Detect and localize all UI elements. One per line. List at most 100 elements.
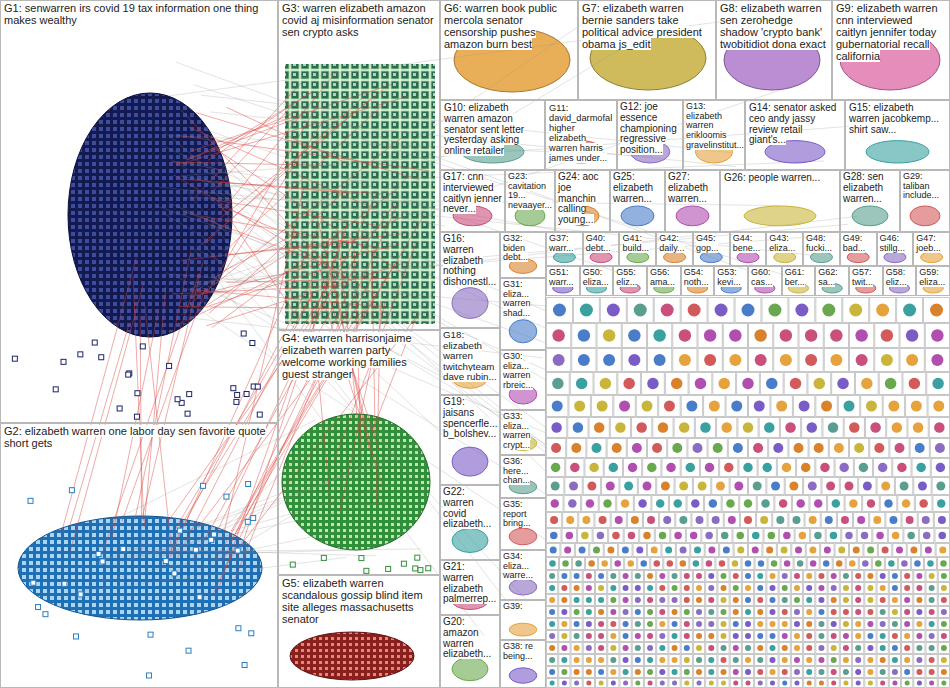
- vertex-dot: [745, 609, 751, 615]
- vertex-dot: [659, 633, 665, 639]
- vertex-cluster: [452, 447, 488, 476]
- group-cell: [595, 583, 606, 594]
- group-panel: G26: people warren...: [720, 170, 840, 232]
- vertex-dot: [904, 657, 910, 663]
- group-cell: [706, 679, 717, 688]
- group-cell: [734, 544, 747, 557]
- group-cell: [632, 418, 652, 438]
- group-label-line: G19: jaisans spencerfle... b_bolshev...: [443, 397, 497, 440]
- vertex-dot: [635, 585, 641, 591]
- vertex-dot: [627, 560, 634, 567]
- vertex-dot: [658, 422, 669, 433]
- group-cell: [804, 478, 821, 495]
- group-label: G5: elizabeth warren scandalous gossip b…: [282, 577, 423, 625]
- vertex-dot: [892, 422, 903, 433]
- vertex-dot: [726, 499, 735, 508]
- vertex-dot: [600, 378, 612, 390]
- vertex-dot: [925, 547, 932, 554]
- vertex-dot: [916, 657, 922, 663]
- vertex-dot: [757, 597, 763, 603]
- vertex-link: [171, 162, 335, 166]
- vertex-link: [144, 287, 166, 527]
- vertex-dot: [561, 657, 567, 663]
- group-cell: [608, 667, 619, 678]
- group-cell: [938, 607, 949, 618]
- vertex-dot: [914, 560, 921, 567]
- group-cell: [926, 631, 937, 642]
- vertex-dot: [794, 621, 800, 627]
- vertex-dot: [903, 304, 916, 317]
- group-cell: [931, 459, 949, 477]
- group-cell: [660, 513, 675, 528]
- group-cell: [877, 595, 888, 606]
- vertex-dot: [737, 547, 744, 554]
- vertex-dot: [904, 633, 910, 639]
- vertex-icon: [185, 411, 190, 416]
- group-cell: [608, 583, 619, 594]
- group-cell: [704, 396, 725, 417]
- vertex-dot: [562, 681, 567, 686]
- vertex-dot: [663, 516, 671, 524]
- group-cell: [853, 631, 864, 642]
- group-panel: G38: re being...: [500, 640, 546, 688]
- group-cell: [926, 679, 937, 688]
- vertex-dot: [578, 354, 590, 366]
- group-cell: [889, 583, 900, 594]
- vertex-dot: [826, 482, 835, 491]
- group-cell: [804, 643, 815, 654]
- group-cell: [706, 571, 717, 582]
- group-cell: [918, 513, 933, 528]
- group-cell: [926, 607, 937, 618]
- group-cell: [872, 558, 884, 570]
- group-cell: [816, 396, 837, 417]
- group-panel: G35: report bring...: [500, 498, 546, 550]
- group-cell: [657, 619, 668, 630]
- vertex-dot: [880, 585, 886, 591]
- vertex-dot: [904, 609, 910, 615]
- group-cell: [924, 298, 950, 323]
- group-label: G53: kevi...: [717, 267, 741, 287]
- vertex-dot: [757, 585, 763, 591]
- group-cell: [706, 583, 717, 594]
- group-cell: [850, 324, 874, 348]
- vertex-dot: [713, 443, 723, 453]
- vertex-dot: [919, 499, 928, 508]
- group-cell: [878, 544, 891, 557]
- group-cell: [665, 373, 688, 395]
- vertex-dot: [805, 329, 818, 342]
- vertex-icon: [245, 519, 250, 524]
- vertex-dot: [929, 657, 935, 663]
- vertex-dot: [549, 645, 555, 651]
- vertex-dot: [779, 499, 788, 508]
- vertex-link: [186, 115, 305, 160]
- group-cell: [675, 478, 692, 495]
- vertex-dot: [825, 516, 833, 524]
- group-cell: [781, 558, 793, 570]
- group-cell: [795, 529, 810, 543]
- group-cell: [622, 324, 646, 348]
- vertex-dot: [904, 621, 910, 627]
- vertex-link: [192, 84, 392, 150]
- group-cell: [755, 643, 766, 654]
- group-cell: [742, 607, 753, 618]
- group-cell: [828, 679, 839, 688]
- group-cell: [599, 558, 611, 570]
- group-cell: [804, 571, 815, 582]
- group-cell: [673, 349, 697, 372]
- group-cell: [722, 496, 739, 512]
- vertex-dot: [915, 443, 925, 453]
- group-cell: [900, 324, 924, 348]
- group-cell: [885, 558, 897, 570]
- vertex-dot: [911, 401, 922, 412]
- vertex-dot: [623, 597, 629, 603]
- vertex-dot: [721, 422, 732, 433]
- group-cell: [609, 529, 624, 543]
- vertex-dot: [628, 532, 636, 540]
- group-cell: [877, 643, 888, 654]
- vertex-dot: [610, 609, 616, 615]
- vertex-dot: [684, 681, 689, 686]
- vertex-icon: [117, 406, 122, 411]
- vertex-dot: [929, 669, 935, 675]
- group-cell: [877, 655, 888, 666]
- vertex-dot: [653, 329, 666, 342]
